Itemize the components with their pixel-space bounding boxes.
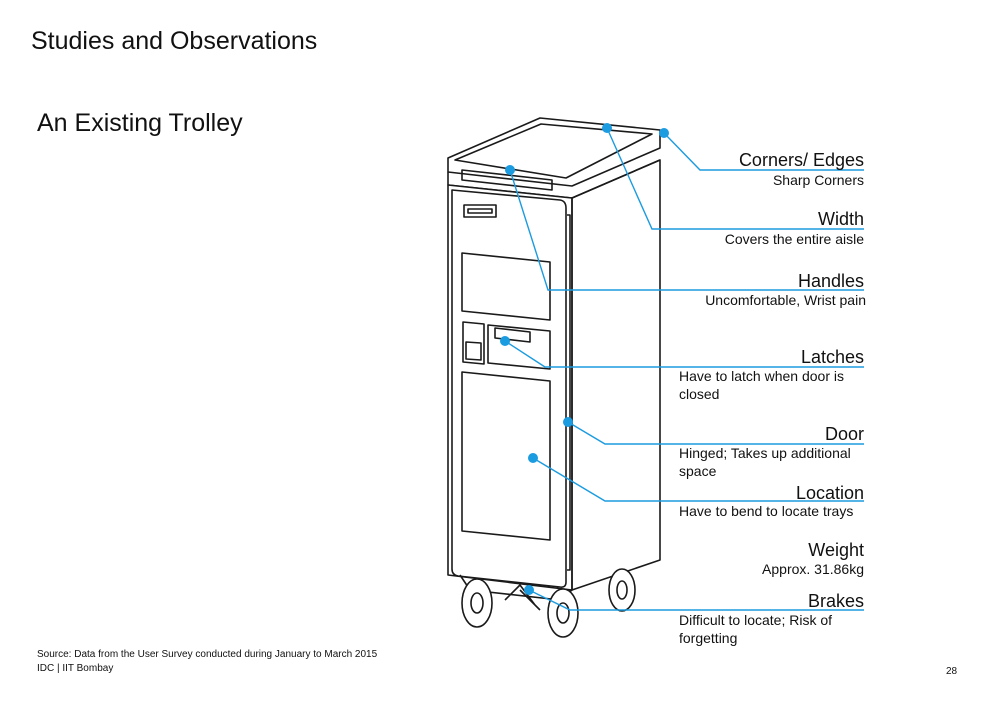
leader-door bbox=[567, 421, 864, 445]
callout-title-latches: Latches bbox=[800, 347, 864, 367]
leader-location bbox=[532, 457, 864, 502]
callout-desc-width: Covers the entire aisle bbox=[724, 231, 864, 247]
callout-title-width: Width bbox=[817, 209, 864, 229]
section-title: An Existing Trolley bbox=[37, 109, 243, 137]
callout-title-location: Location bbox=[795, 483, 864, 503]
callout-desc-door: Hinged; Takes up additional space bbox=[679, 445, 851, 479]
callout-desc-location: Have to bend to locate trays bbox=[679, 503, 854, 519]
leader-latches bbox=[504, 340, 864, 368]
callout-title-handles: Handles bbox=[797, 271, 864, 291]
organization-label: IDC | IIT Bombay bbox=[37, 663, 114, 674]
callout-title-door: Door bbox=[824, 424, 864, 444]
trolley-line-art bbox=[447, 117, 661, 611]
page-title: Studies and Observations bbox=[31, 27, 318, 55]
callout-title-brakes: Brakes bbox=[807, 591, 864, 611]
callout-desc-weight: Approx. 31.86kg bbox=[762, 561, 864, 577]
callout-title-corners: Corners/ Edges bbox=[738, 150, 864, 170]
leader-corners bbox=[663, 132, 864, 171]
source-note: Source: Data from the User Survey conduc… bbox=[37, 649, 378, 660]
marker-latches bbox=[500, 336, 510, 346]
leader-handles bbox=[509, 169, 864, 291]
marker-corners bbox=[659, 128, 669, 138]
leader-width bbox=[606, 127, 864, 230]
callout-desc-latches: Have to latch when door is closed bbox=[679, 368, 844, 402]
marker-brakes bbox=[524, 585, 534, 595]
callout-title-weight: Weight bbox=[808, 540, 864, 560]
leader-brakes bbox=[528, 589, 864, 611]
marker-handles bbox=[505, 165, 515, 175]
callout-markers bbox=[500, 123, 669, 595]
trolley-wheels bbox=[461, 568, 636, 638]
marker-width bbox=[602, 123, 612, 133]
callout-desc-handles: Uncomfortable, Wrist pain bbox=[705, 292, 866, 308]
callout-desc-brakes: Difficult to locate; Risk of forgetting bbox=[679, 612, 833, 646]
callout-desc-corners: Sharp Corners bbox=[772, 172, 864, 188]
page-number: 28 bbox=[946, 666, 958, 677]
marker-door bbox=[563, 417, 573, 427]
callout-leader-lines bbox=[504, 127, 864, 611]
marker-location bbox=[528, 453, 538, 463]
